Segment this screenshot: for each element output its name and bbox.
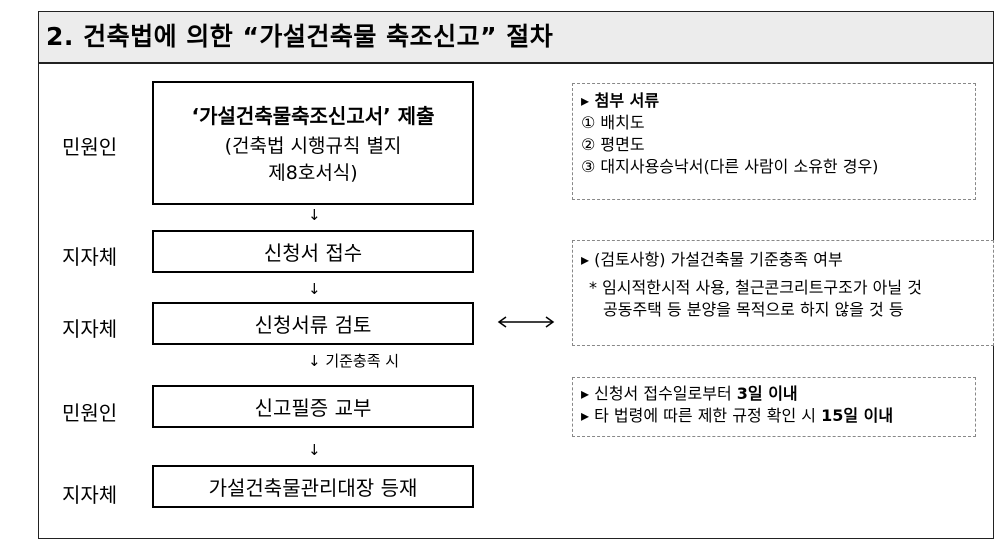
down-arrow: ↓ <box>308 441 321 459</box>
actor-local-gov: 지자체 <box>62 317 118 341</box>
step-submit-form-ref-2: 제8호서식) <box>268 161 358 184</box>
note-deadline-line: ▸ 타 법령에 따른 제한 규정 확인 시 15일 이내 <box>581 405 967 427</box>
note-attachment-item: ③ 대지사용승낙서(다른 사람이 소유한 경우) <box>581 157 879 176</box>
down-arrow: ↓ <box>308 280 321 298</box>
note-deadlines: ▸ 신청서 접수일로부터 3일 이내 ▸ 타 법령에 따른 제한 규정 확인 시… <box>572 377 976 437</box>
page-title: 2. 건축법에 의한 “가설건축물 축조신고” 절차 <box>46 22 554 51</box>
title-bar <box>38 11 994 64</box>
step-submit-report: ‘가설건축물축조신고서’ 제출 (건축법 시행규칙 별지 제8호서식) <box>152 81 474 205</box>
note-review-title: ▸ (검토사항) 가설건축물 기준충족 여부 <box>581 250 843 269</box>
note-deadline-value: 3일 이내 <box>736 384 798 403</box>
note-review-detail: * 임시적한시적 사용, 철근콘크리트구조가 아닐 것 <box>589 278 922 297</box>
note-deadline-text: ▸ 타 법령에 따른 제한 규정 확인 시 <box>581 406 822 425</box>
actor-local-gov: 지자체 <box>62 245 118 269</box>
bidirectional-arrow-icon <box>497 316 555 328</box>
note-deadline-value: 15일 이내 <box>821 406 894 425</box>
down-arrow-condition: ↓ 기준충족 시 <box>308 352 400 370</box>
actor-applicant: 민원인 <box>62 401 118 425</box>
actor-applicant: 민원인 <box>62 135 118 159</box>
note-attachments-title: ▸ 첨부 서류 <box>581 91 660 110</box>
step-issue-certificate: 신고필증 교부 <box>152 385 474 428</box>
note-attachments: ▸ 첨부 서류 ① 배치도 ② 평면도 ③ 대지사용승낙서(다른 사람이 소유한… <box>572 83 976 200</box>
step-submit-form-ref-1: (건축법 시행규칙 별지 <box>224 134 402 157</box>
down-arrow: ↓ <box>308 206 321 224</box>
step-receive-application: 신청서 접수 <box>152 230 474 273</box>
note-review-detail: 공동주택 등 분양을 목적으로 하지 않을 것 등 <box>603 300 904 319</box>
note-attachment-item: ② 평면도 <box>581 135 645 154</box>
actor-local-gov: 지자체 <box>62 483 118 507</box>
note-deadline-line: ▸ 신청서 접수일로부터 3일 이내 <box>581 383 967 405</box>
step-register-ledger: 가설건축물관리대장 등재 <box>152 465 474 508</box>
note-review-items: ▸ (검토사항) 가설건축물 기준충족 여부 * 임시적한시적 사용, 철근콘크… <box>572 240 994 346</box>
step-submit-title: ‘가설건축물축조신고서’ 제출 <box>191 103 435 128</box>
note-attachment-item: ① 배치도 <box>581 113 645 132</box>
step-review-documents: 신청서류 검토 <box>152 302 474 345</box>
note-deadline-text: ▸ 신청서 접수일로부터 <box>581 384 737 403</box>
